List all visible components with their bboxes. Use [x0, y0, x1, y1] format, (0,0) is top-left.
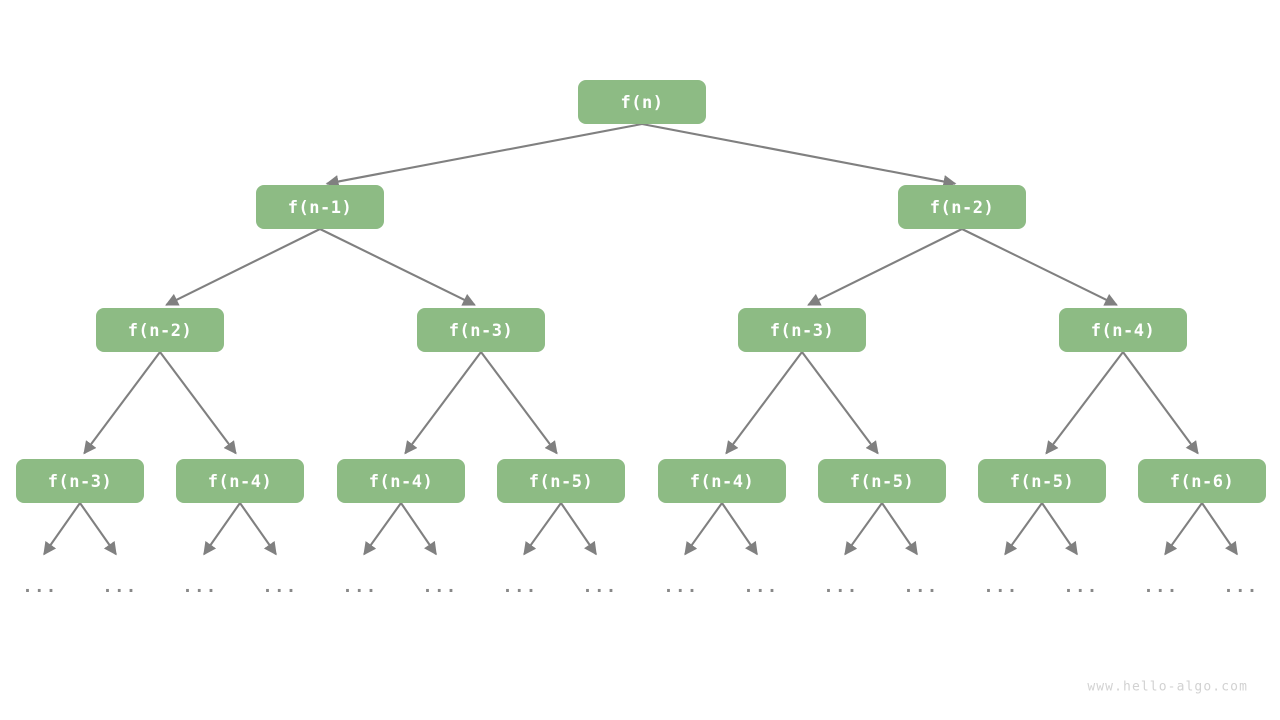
node-label: f(n-2)	[930, 198, 994, 218]
leaf-ellipsis: ...	[1143, 577, 1178, 597]
tree-node[interactable]: f(n-3)	[16, 459, 144, 503]
tree-edge	[1045, 351, 1124, 455]
leaf-ellipsis: ...	[422, 577, 457, 597]
node-box	[738, 308, 866, 352]
node-box	[176, 459, 304, 503]
node-label: f(n-4)	[208, 472, 272, 492]
node-label: f(n-3)	[48, 472, 112, 492]
tree-edge	[725, 351, 803, 455]
tree-node[interactable]: f(n-4)	[658, 459, 786, 503]
leaf-ellipsis: ...	[1223, 577, 1258, 597]
leaf-edge	[79, 502, 117, 556]
node-box	[658, 459, 786, 503]
leaf-edge	[43, 502, 81, 556]
tree-edge	[480, 351, 558, 455]
leaf-ellipsis: ...	[663, 577, 698, 597]
tree-node[interactable]: f(n-3)	[417, 308, 545, 352]
leaf-ellipsis: ...	[262, 577, 297, 597]
leaf-ellipsis: ...	[743, 577, 778, 597]
leaf-edge	[684, 502, 723, 556]
leaf-edge	[844, 502, 883, 556]
node-box	[1059, 308, 1187, 352]
nodes-layer: f(n) f(n-1) f(n-2) f(n-2) f(n-3) f(n-3) f(n-4)…	[16, 80, 1266, 503]
leaf-edge	[1201, 502, 1238, 556]
leaf-ellipsis: ...	[102, 577, 137, 597]
leaf-ellipsis: ...	[342, 577, 377, 597]
node-label: f(n-4)	[1091, 321, 1155, 341]
node-box	[256, 185, 384, 229]
tree-node[interactable]: f(n-1)	[256, 185, 384, 229]
node-label: f(n-2)	[128, 321, 192, 341]
node-box	[1138, 459, 1266, 503]
tree-node[interactable]: f(n-5)	[818, 459, 946, 503]
leaf-edge	[523, 502, 562, 556]
node-label: f(n-3)	[770, 321, 834, 341]
leaf-edge	[1041, 502, 1078, 556]
node-label: f(n-5)	[1010, 472, 1074, 492]
tree-node[interactable]: f(n-5)	[978, 459, 1106, 503]
node-label: f(n)	[621, 93, 664, 113]
tree-node[interactable]: f(n-3)	[738, 308, 866, 352]
tree-node[interactable]: f(n-4)	[176, 459, 304, 503]
leaf-ellipsis: ...	[502, 577, 537, 597]
node-label: f(n-5)	[850, 472, 914, 492]
tree-edge	[319, 228, 476, 306]
leaf-edge	[721, 502, 758, 556]
tree-edge	[641, 122, 957, 188]
node-box	[898, 185, 1026, 229]
node-box	[578, 80, 706, 124]
tree-edge	[961, 228, 1118, 306]
leaf-ellipsis: ...	[22, 577, 57, 597]
leaf-ellipsis-layer: ........................................…	[22, 577, 1258, 597]
tree-edge	[1122, 351, 1199, 455]
tree-edge	[325, 122, 643, 188]
leaf-edge	[203, 502, 241, 556]
leaf-ellipsis: ...	[903, 577, 938, 597]
leaf-ellipsis: ...	[983, 577, 1018, 597]
leaf-edge	[363, 502, 402, 556]
tree-node[interactable]: f(n-6)	[1138, 459, 1266, 503]
tree-node[interactable]: f(n-2)	[96, 308, 224, 352]
node-box	[497, 459, 625, 503]
leaf-edge	[560, 502, 597, 556]
tree-edge	[807, 228, 963, 306]
node-box	[337, 459, 465, 503]
tree-edge	[159, 351, 237, 455]
node-box	[818, 459, 946, 503]
node-box	[96, 308, 224, 352]
tree-node[interactable]: f(n-4)	[337, 459, 465, 503]
tree-edge	[404, 351, 482, 455]
leaf-ellipsis: ...	[1063, 577, 1098, 597]
node-box	[16, 459, 144, 503]
leaf-edge	[1004, 502, 1043, 556]
tree-node[interactable]: f(n-2)	[898, 185, 1026, 229]
watermark-label: www.hello-algo.com	[1087, 680, 1248, 695]
leaf-ellipsis: ...	[582, 577, 617, 597]
tree-edge	[165, 228, 321, 306]
tree-node[interactable]: f(n-5)	[497, 459, 625, 503]
node-label: f(n-5)	[529, 472, 593, 492]
node-label: f(n-3)	[449, 321, 513, 341]
node-label: f(n-4)	[690, 472, 754, 492]
leaf-ellipsis: ...	[823, 577, 858, 597]
leaf-edge	[1164, 502, 1203, 556]
leaf-ellipsis: ...	[182, 577, 217, 597]
leaf-edge	[400, 502, 437, 556]
node-box	[417, 308, 545, 352]
tree-node[interactable]: f(n-4)	[1059, 308, 1187, 352]
leaf-edge	[239, 502, 277, 556]
node-label: f(n-1)	[288, 198, 352, 218]
node-label: f(n-4)	[369, 472, 433, 492]
leaf-edge	[881, 502, 918, 556]
edges-layer	[43, 122, 1238, 556]
tree-edge	[801, 351, 879, 455]
node-box	[978, 459, 1106, 503]
node-label: f(n-6)	[1170, 472, 1234, 492]
tree-edge	[83, 351, 161, 455]
tree-node[interactable]: f(n)	[578, 80, 706, 124]
